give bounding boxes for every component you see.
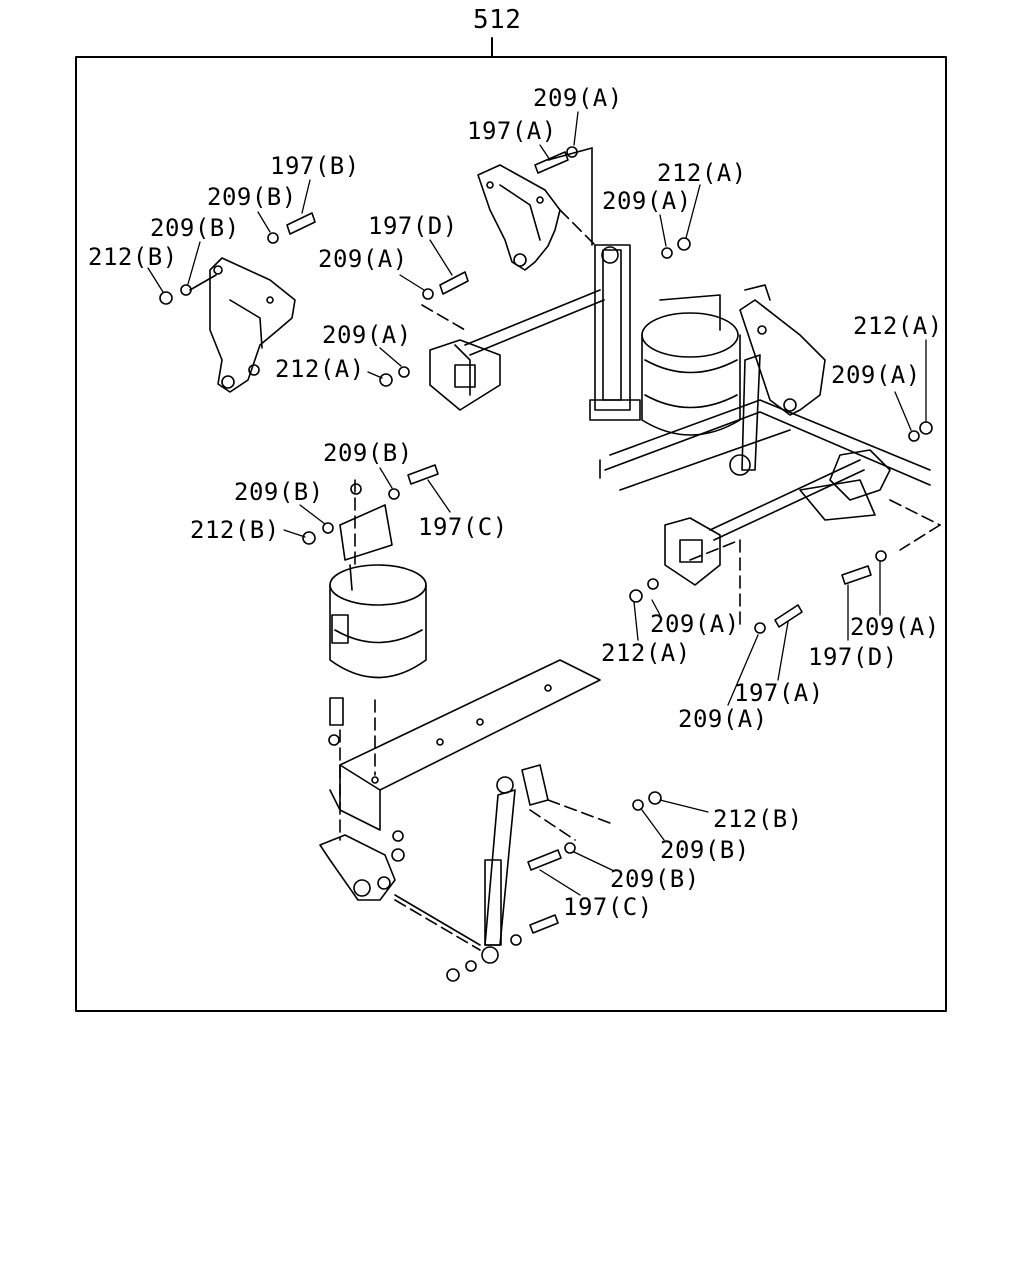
callout-label: 212(B) bbox=[713, 805, 803, 833]
callout-label: 197(D) bbox=[808, 643, 898, 671]
callout-label: 209(A) bbox=[650, 610, 740, 638]
callout-label: 197(C) bbox=[418, 513, 508, 541]
callout-label: 209(A) bbox=[602, 187, 692, 215]
callout-label: 212(A) bbox=[853, 312, 943, 340]
torque-rod-upper bbox=[429, 289, 605, 411]
callout-label: 212(B) bbox=[88, 243, 178, 271]
callout-label: 209(B) bbox=[234, 478, 324, 506]
assembly-dash-lines bbox=[339, 209, 941, 951]
spring-seat bbox=[319, 834, 481, 946]
callout-label: 197(A) bbox=[467, 117, 557, 145]
assembly-number: 512 bbox=[473, 5, 522, 35]
callout-label: 209(A) bbox=[850, 613, 940, 641]
callout-label: 209(A) bbox=[318, 245, 408, 273]
callout-label: 212(A) bbox=[275, 355, 365, 383]
callout-label: 197(D) bbox=[368, 212, 458, 240]
shock-absorber-front bbox=[481, 764, 549, 964]
shock-absorber-right bbox=[729, 354, 761, 476]
callout-label: 209(B) bbox=[660, 836, 750, 864]
hardware-items bbox=[159, 146, 933, 982]
callout-label: 212(A) bbox=[657, 159, 747, 187]
callout-label: 197(C) bbox=[563, 893, 653, 921]
callout-label: 209(A) bbox=[678, 705, 768, 733]
hanger-bracket-right bbox=[739, 284, 826, 416]
callout-label: 209(B) bbox=[610, 865, 700, 893]
air-spring-rear bbox=[641, 294, 741, 436]
callout-label: 209(A) bbox=[831, 361, 921, 389]
shock-absorber-center bbox=[589, 147, 641, 421]
callout-label: 197(B) bbox=[270, 152, 360, 180]
callout-label: 209(A) bbox=[533, 84, 623, 112]
rear-frame-rail bbox=[599, 399, 931, 491]
callout-label: 197(A) bbox=[734, 679, 824, 707]
callout-label: 212(B) bbox=[190, 516, 280, 544]
callout-label: 209(B) bbox=[323, 439, 413, 467]
air-spring-front bbox=[329, 504, 427, 679]
callout-label: 212(A) bbox=[601, 639, 691, 667]
assembly-frame bbox=[75, 56, 947, 1012]
torque-rod-lower bbox=[664, 449, 891, 586]
hanger-bracket-left bbox=[189, 257, 296, 393]
hanger-bracket-center bbox=[477, 147, 593, 271]
callout-label: 209(A) bbox=[322, 321, 412, 349]
callout-label: 209(B) bbox=[150, 214, 240, 242]
callout-leaders bbox=[147, 111, 927, 896]
callout-label: 209(B) bbox=[207, 183, 297, 211]
